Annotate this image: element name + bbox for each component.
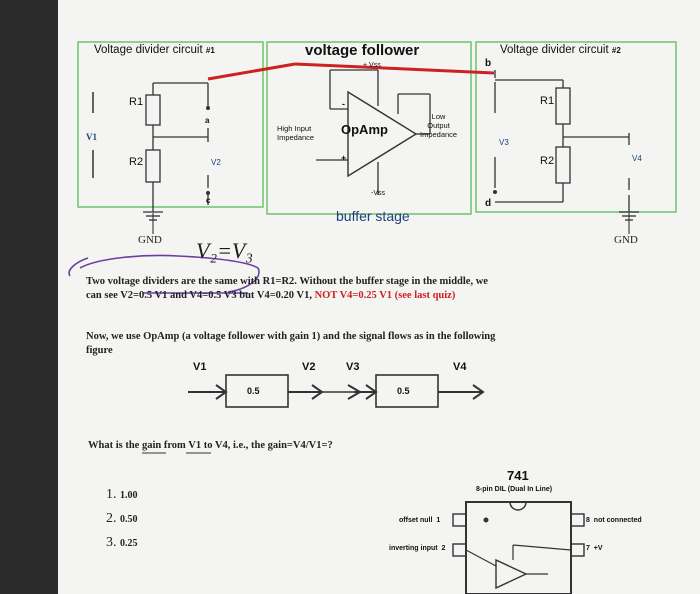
minus-sign: - <box>342 99 345 109</box>
answer-1[interactable]: 1. 1.00 <box>106 487 138 502</box>
divider1-title: Voltage divider circuit #1 <box>94 44 215 56</box>
flow-box1-value: 0.5 <box>247 386 260 396</box>
para1-line1: Two voltage dividers are the same with R… <box>86 276 488 287</box>
para1-red-text: NOT V4=0.25 V1 (see last quiz) <box>314 290 456 301</box>
feedback-wire <box>294 62 495 75</box>
pin7-label: 7 +V <box>586 545 603 552</box>
gnd-left-label: GND <box>138 234 162 246</box>
follower-box <box>266 41 472 215</box>
divider1-box <box>77 41 264 208</box>
r1-right-resistor <box>555 87 571 125</box>
vss-plus-label: + Vss <box>363 62 381 69</box>
buffer-stage-label: buffer stage <box>336 208 410 224</box>
node-d-label: d <box>485 198 492 209</box>
r2-left-label: R2 <box>129 156 144 168</box>
answer-2[interactable]: 2. 0.50 <box>106 511 138 526</box>
answer-3[interactable]: 3. 0.25 <box>106 535 138 550</box>
para1-line2: can see V2=0.5 V1 and V4=0.5 V3 but V4=0… <box>86 290 456 301</box>
flow-v2: V2 <box>302 361 316 373</box>
pin2-label: inverting input 2 <box>389 545 446 552</box>
ic-title: 741 <box>507 468 529 483</box>
divider2-title: Voltage divider circuit #2 <box>500 44 621 56</box>
r2-right-resistor <box>555 146 571 184</box>
ic-subtitle: 8-pin DIL (Dual In Line) <box>476 486 553 493</box>
flow-v3: V3 <box>346 361 360 373</box>
gnd-right-label: GND <box>614 234 638 246</box>
question-text: What is the gain from V1 to V4, i.e., th… <box>88 440 333 451</box>
v1-label: V1 <box>86 132 97 142</box>
opamp-triangle <box>347 90 418 178</box>
node-a-label: a <box>205 116 210 125</box>
opamp-label: OpAmp <box>341 122 388 137</box>
v2-label: V2 <box>211 158 221 167</box>
r2-right-label: R2 <box>540 155 555 167</box>
worksheet-photo: Voltage divider circuit #1 voltage follo… <box>58 0 700 594</box>
r2-left-resistor <box>145 149 161 183</box>
flow-box2-value: 0.5 <box>397 386 410 396</box>
plus-sign: + <box>341 153 347 163</box>
divider2-box <box>475 41 677 213</box>
r1-left-label: R1 <box>129 96 144 108</box>
para2-line2: figure <box>86 345 113 356</box>
ic-741-body <box>465 501 572 594</box>
hand-curve <box>79 254 260 293</box>
para2-line1: Now, we use OpAmp (a voltage follower wi… <box>86 331 496 342</box>
v3-label: V3 <box>499 138 509 147</box>
v4-label: V4 <box>632 154 642 163</box>
vss-minus-label: -Vss <box>371 190 385 197</box>
pin1-label: offset null 1 <box>399 517 441 524</box>
follower-title: voltage follower <box>305 42 420 59</box>
node-b-label: b <box>485 58 492 69</box>
handwritten-equation: V₂=V₃ <box>196 238 254 263</box>
flow-v1: V1 <box>193 361 207 373</box>
flow-v4: V4 <box>453 361 467 373</box>
r1-right-label: R1 <box>540 95 555 107</box>
pin8-label: 8 not connected <box>586 517 642 524</box>
node-c-label: c <box>206 196 211 205</box>
circuit-drawing <box>68 41 677 594</box>
r1-left-resistor <box>145 94 161 126</box>
